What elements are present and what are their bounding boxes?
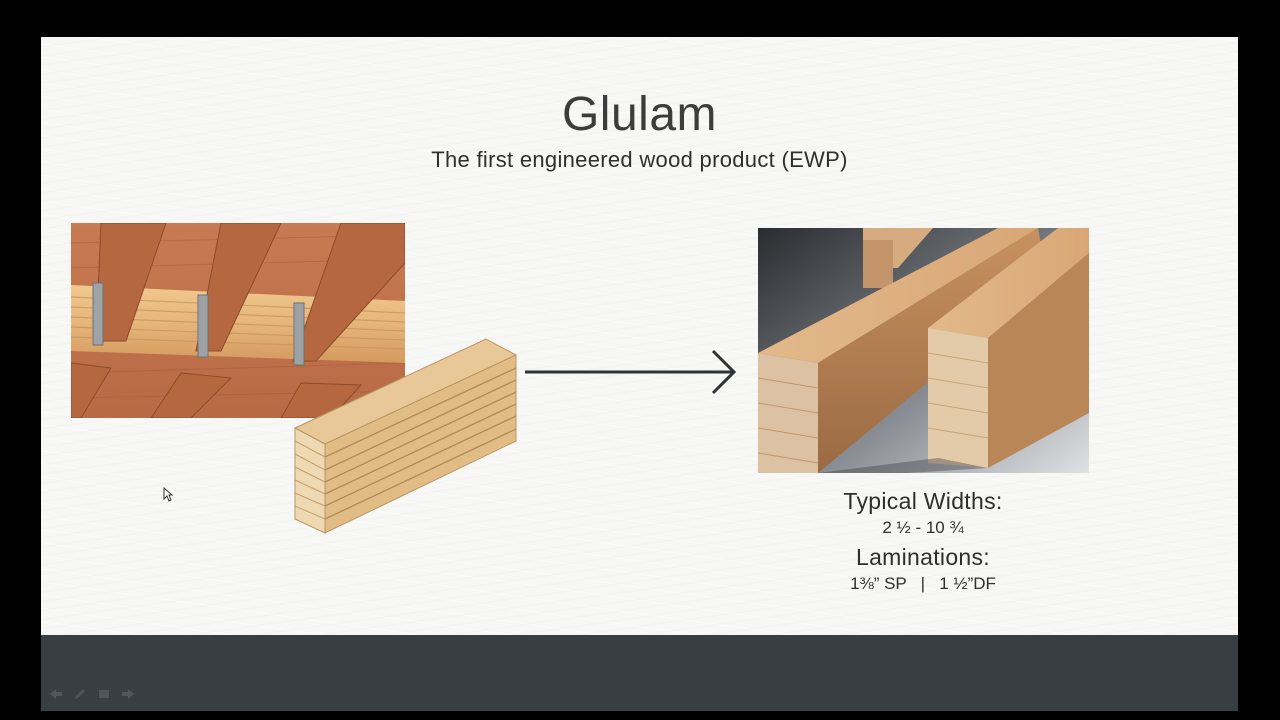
glulam-beams-photo — [758, 228, 1089, 473]
right-arrow-icon — [523, 343, 738, 403]
slide-subtitle: The first engineered wood product (EWP) — [431, 147, 848, 172]
glulam-beam-diagram — [291, 337, 521, 539]
typical-widths-value: 2 ½ - 10 ¾ — [882, 518, 964, 537]
next-slide-icon[interactable] — [120, 688, 136, 702]
slideshow-controls — [48, 688, 136, 702]
glulam-ceiling-photo — [71, 223, 405, 418]
pen-icon[interactable] — [72, 688, 88, 702]
glulam-specs: Typical Widths: 2 ½ - 10 ¾ Laminations: … — [783, 487, 1063, 599]
slide-title: Glulam — [561, 88, 718, 141]
laminations-label: Laminations: — [855, 544, 990, 570]
mouse-pointer-icon — [163, 486, 174, 502]
slide: Glulam The first engineered wood product… — [41, 37, 1238, 635]
laminations-value: 1⅜” SP | 1 ½”DF — [850, 574, 996, 593]
typical-widths-label: Typical Widths: — [843, 488, 1003, 514]
presentation-bottom-bar — [41, 635, 1238, 711]
previous-slide-icon[interactable] — [48, 688, 64, 702]
slide-menu-icon[interactable] — [96, 688, 112, 702]
